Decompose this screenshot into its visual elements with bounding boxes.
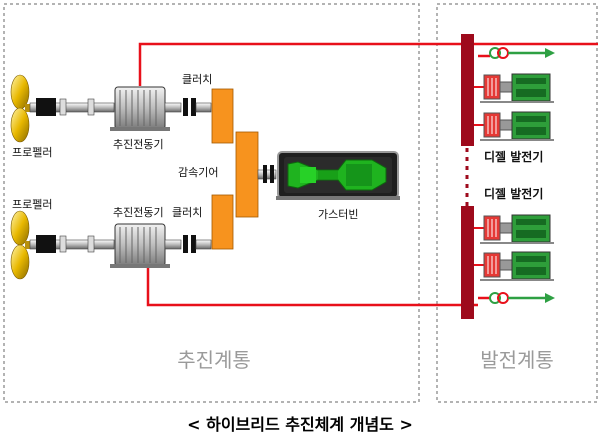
power-section-frame (436, 3, 598, 403)
propeller-top (10, 74, 31, 143)
caption: < 하이브리드 추진체계 개념도 > (187, 415, 413, 434)
diesel-generator-3 (474, 214, 554, 244)
gas-turbine-clutch (263, 165, 274, 183)
motor-top (110, 86, 170, 131)
bus-bar-bottom (461, 206, 474, 319)
label-motor-top: 추진전동기 (113, 138, 164, 151)
diesel-generator-4 (474, 251, 554, 281)
gas-turbine (276, 151, 400, 200)
label-clutch-top: 클러치 (182, 73, 212, 86)
propulsion-section-frame (3, 3, 420, 403)
clutch-bottom (183, 235, 196, 253)
label-motor-bottom: 추진전동기 (113, 206, 164, 219)
transformer-top (489, 47, 555, 59)
section-power: 발전계통 (480, 348, 554, 372)
shaft-coupling-top (36, 98, 56, 116)
diesel-generator-2 (474, 111, 554, 141)
label-clutch-bottom: 클러치 (172, 206, 202, 219)
propeller-bottom (10, 210, 31, 280)
bus-bar-top (461, 34, 474, 146)
shaft-coupling-bottom (36, 235, 56, 253)
label-gas-turbine: 가스터빈 (318, 208, 358, 221)
clutch-top (183, 98, 196, 116)
shaft-bottom (29, 239, 115, 250)
section-propulsion: 추진계통 (177, 348, 251, 372)
label-propeller-top: 프로펠러 (12, 146, 52, 159)
motor-bottom (110, 223, 170, 268)
label-diesel-gen-top: 디젤 발전기 (484, 149, 543, 164)
shaft-top (29, 102, 115, 113)
reduction-gearbox (211, 88, 259, 250)
power-lines (138, 42, 598, 307)
label-propeller-bottom: 프로펠러 (12, 198, 52, 211)
label-diesel-gen-bottom: 디젤 발전기 (484, 186, 543, 201)
transformer-bottom (489, 292, 555, 304)
diesel-generator-1 (474, 73, 554, 103)
label-gearbox: 감속기어 (178, 166, 218, 179)
